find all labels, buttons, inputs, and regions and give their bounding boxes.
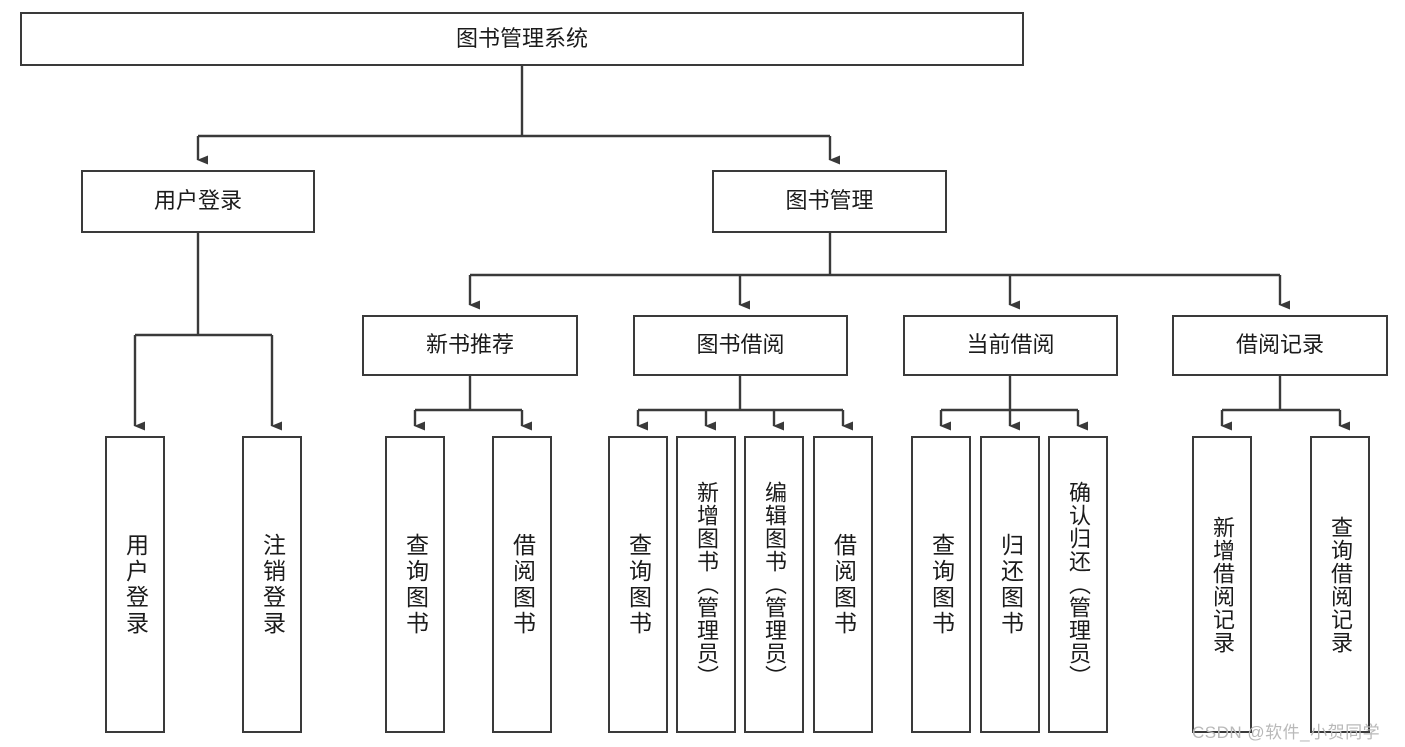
- node-new-book-recommend[interactable]: 新书推荐: [362, 315, 578, 376]
- leaf-borrow-book-1[interactable]: 借阅图书: [492, 436, 552, 733]
- leaf-confirm-return-label: 确认归还（管理员）: [1066, 481, 1091, 688]
- leaf-add-book[interactable]: 新增图书（管理员）: [676, 436, 736, 733]
- node-user-login-label: 用户登录: [153, 188, 242, 214]
- edges-bookborrow-to-leaves: [636, 376, 853, 431]
- node-new-book-recommend-label: 新书推荐: [425, 332, 514, 358]
- leaf-confirm-return[interactable]: 确认归还（管理员）: [1048, 436, 1108, 733]
- leaf-return-book[interactable]: 归还图书: [980, 436, 1040, 733]
- leaf-borrow-book-2[interactable]: 借阅图书: [813, 436, 873, 733]
- leaf-edit-book[interactable]: 编辑图书（管理员）: [744, 436, 804, 733]
- leaf-edit-book-label: 编辑图书（管理员）: [762, 481, 787, 688]
- leaf-query-book-1-label: 查询图书: [402, 532, 429, 637]
- leaf-user-logout[interactable]: 注销登录: [242, 436, 302, 733]
- leaf-borrow-book-2-label: 借阅图书: [830, 532, 857, 637]
- leaf-query-book-1[interactable]: 查询图书: [385, 436, 445, 733]
- edges-root-to-level2: [196, 66, 840, 165]
- leaf-query-book-3[interactable]: 查询图书: [911, 436, 971, 733]
- leaf-query-book-3-label: 查询图书: [928, 532, 955, 637]
- leaf-borrow-book-1-label: 借阅图书: [509, 532, 536, 637]
- node-book-manage-label: 图书管理: [785, 188, 874, 214]
- leaf-user-login[interactable]: 用户登录: [105, 436, 165, 733]
- node-root[interactable]: 图书管理系统: [20, 12, 1024, 66]
- node-user-login[interactable]: 用户登录: [81, 170, 315, 233]
- leaf-add-record[interactable]: 新增借阅记录: [1192, 436, 1252, 733]
- node-borrow-record-label: 借阅记录: [1235, 332, 1324, 358]
- leaf-query-record-label: 查询借阅记录: [1328, 515, 1353, 654]
- leaf-return-book-label: 归还图书: [997, 532, 1024, 637]
- node-book-borrow-label: 图书借阅: [696, 332, 785, 358]
- leaf-add-book-label: 新增图书（管理员）: [694, 481, 719, 688]
- leaf-add-record-label: 新增借阅记录: [1210, 515, 1235, 654]
- edges-borrowrecord-to-leaves: [1220, 376, 1350, 431]
- node-book-manage[interactable]: 图书管理: [712, 170, 947, 233]
- node-current-borrow[interactable]: 当前借阅: [903, 315, 1118, 376]
- node-book-borrow[interactable]: 图书借阅: [633, 315, 848, 376]
- leaf-query-book-2-label: 查询图书: [625, 532, 652, 637]
- edges-newbook-to-leaves: [413, 376, 532, 431]
- leaf-query-record[interactable]: 查询借阅记录: [1310, 436, 1370, 733]
- node-root-label: 图书管理系统: [455, 25, 588, 51]
- leaf-user-login-label: 用户登录: [122, 532, 149, 637]
- node-current-borrow-label: 当前借阅: [966, 332, 1055, 358]
- edges-currentborrow-to-leaves: [939, 376, 1088, 431]
- leaf-query-book-2[interactable]: 查询图书: [608, 436, 668, 733]
- edges-bookmanage-to-level3: [468, 233, 1290, 310]
- edges-userlogin-to-leaves: [133, 233, 282, 431]
- node-borrow-record[interactable]: 借阅记录: [1172, 315, 1388, 376]
- leaf-user-logout-label: 注销登录: [259, 532, 286, 637]
